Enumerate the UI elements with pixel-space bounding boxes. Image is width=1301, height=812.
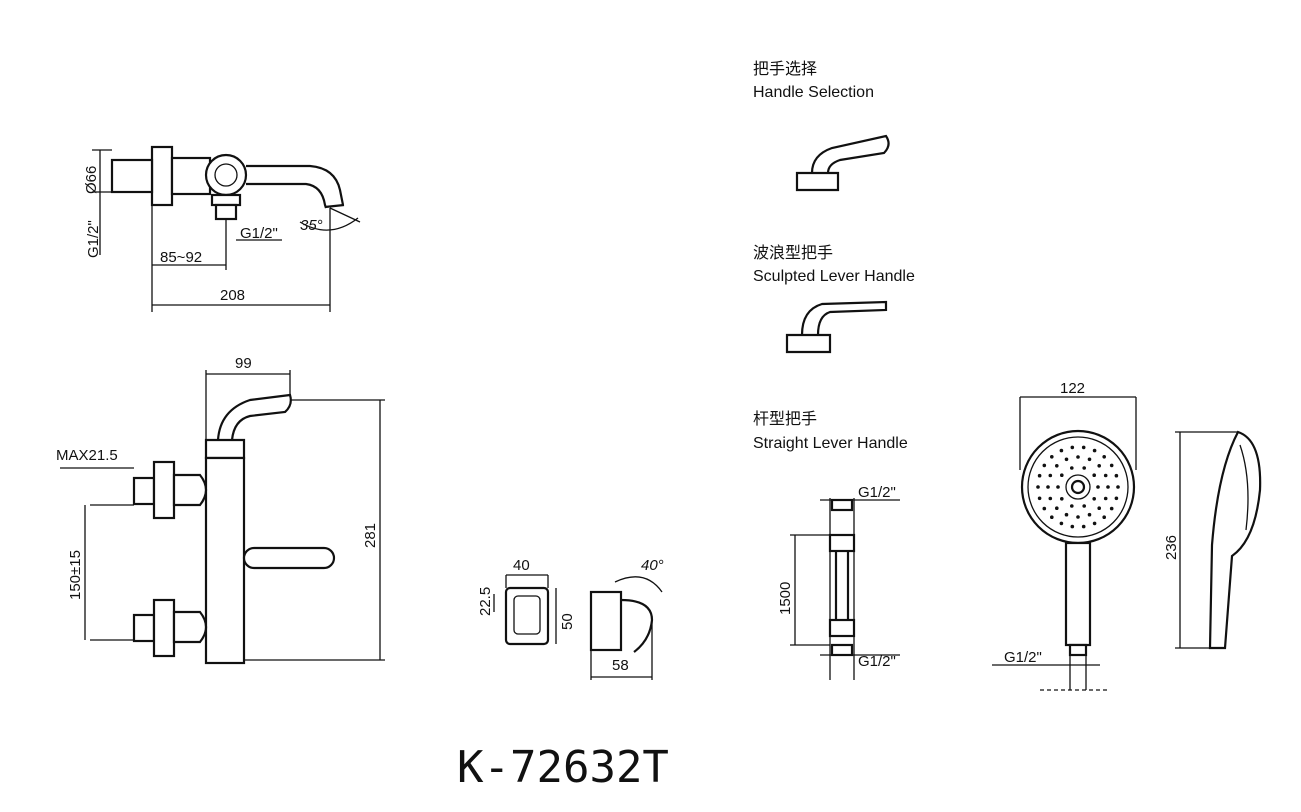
nozzle-dot	[1060, 497, 1064, 501]
nozzle-dot	[1037, 496, 1042, 501]
nozzle-dot	[1070, 504, 1074, 508]
wall-bracket: 40 22.5 50 58 40°	[477, 557, 664, 680]
handle-selection-heading-en: Handle Selection	[753, 84, 874, 101]
nozzle-dot	[1070, 466, 1074, 470]
mixer-handle-base	[204, 438, 246, 460]
length-label: 208	[220, 287, 245, 304]
model-number: K-72632T	[457, 742, 669, 793]
diverter-lever	[242, 546, 336, 570]
top-view: Ø66 G1/2" G1/2" 35° 85~92 208	[83, 145, 361, 312]
nozzle-dot	[1059, 521, 1064, 526]
spout-angle-label: 35°	[300, 217, 323, 234]
centers-label: 150±15	[67, 550, 84, 600]
nozzle-dot	[1082, 466, 1086, 470]
nozzle-dot	[1070, 445, 1075, 450]
hose-length-label: 1500	[777, 582, 794, 615]
nozzle-dot	[1102, 455, 1106, 459]
inlet-stub	[110, 158, 154, 194]
nozzle-dot	[1042, 463, 1047, 468]
front-view: 99 MAX21.5 150±15 281	[56, 355, 385, 665]
nozzle-dot	[1087, 457, 1092, 462]
nozzle-dot	[1059, 448, 1064, 453]
nozzle-dot	[1097, 464, 1101, 468]
nozzle-dot	[1037, 473, 1042, 478]
nozzle-dot	[1050, 455, 1054, 459]
wall-flange	[150, 145, 174, 207]
nozzle-dot	[1114, 473, 1119, 478]
nozzle-dot	[1064, 457, 1069, 462]
nozzle-dot	[1048, 496, 1053, 501]
inlet-thread-label: G1/2"	[85, 220, 102, 258]
bracket-side	[589, 590, 623, 652]
nozzle-dot	[1116, 485, 1120, 489]
nozzle-dot	[1070, 524, 1075, 529]
handshower-diameter-label: 122	[1060, 380, 1085, 397]
valve-ball	[204, 153, 248, 197]
hose-bottom-thread: G1/2"	[858, 653, 896, 670]
bracket-front	[504, 586, 550, 646]
nozzle-dot	[1106, 485, 1110, 489]
shower-hose: G1/2" G1/2" 1500	[777, 484, 900, 680]
mixer-handle-lever	[216, 393, 292, 441]
nozzle-dot	[1055, 506, 1059, 511]
max-depth-label: MAX21.5	[56, 447, 118, 464]
nozzle-dot	[1096, 485, 1100, 489]
straight-handle-name-cn: 杆型把手	[753, 410, 817, 428]
bracket-height-label: 50	[559, 613, 576, 630]
handshower-grip	[1064, 541, 1092, 647]
straight-handle-name-en: Straight Lever Handle	[753, 435, 908, 452]
nozzle-dot	[1102, 515, 1106, 519]
nozzle-dot	[1103, 496, 1108, 501]
bracket-hole-label: 22.5	[477, 587, 494, 616]
nozzle-dot	[1081, 445, 1086, 450]
nozzle-dot	[1092, 521, 1097, 526]
handshower-thread-label: G1/2"	[1004, 649, 1042, 666]
mixer-body	[170, 156, 212, 196]
nozzle-dot	[1092, 448, 1097, 453]
nozzle-dot	[1109, 506, 1114, 511]
nozzle-dot	[1056, 485, 1060, 489]
nozzle-dot	[1060, 473, 1064, 478]
nozzle-dot	[1103, 473, 1108, 478]
shower-head-side	[1208, 430, 1262, 650]
hose-top-thread: G1/2"	[858, 484, 896, 501]
nozzle-dot	[1097, 506, 1101, 511]
nozzle-dot	[1081, 524, 1086, 529]
nozzle-dot	[1087, 512, 1092, 517]
nozzle-dot	[1109, 463, 1114, 468]
nozzle-dot	[1092, 473, 1096, 478]
spout	[246, 164, 345, 206]
nozzle-dot	[1114, 496, 1119, 501]
straight-handle-drawing	[785, 300, 888, 354]
handle-selection-heading-cn: 把手选择	[753, 60, 817, 78]
sculpted-handle-name-en: Sculpted Lever Handle	[753, 268, 915, 285]
bracket-angle-label: 40°	[641, 557, 664, 574]
nozzle-dot	[1082, 504, 1086, 508]
outlet-thread-label: G1/2"	[240, 225, 278, 242]
nozzle-dot	[1048, 473, 1053, 478]
nozzle-dot	[1076, 455, 1080, 459]
height-label: 281	[362, 523, 379, 548]
nozzle-dot	[1042, 506, 1047, 511]
nozzle-pattern	[1036, 445, 1120, 529]
spacing-label: 85~92	[160, 249, 202, 266]
bracket-width-label: 40	[513, 557, 530, 574]
mixer-column	[204, 456, 246, 665]
sculpted-handle-drawing	[795, 134, 890, 192]
nozzle-dot	[1055, 464, 1059, 468]
nozzle-dot	[1046, 485, 1050, 489]
nozzle-dot	[1036, 485, 1040, 489]
nozzle-dot	[1076, 515, 1080, 519]
nozzle-dot	[1064, 512, 1069, 517]
dia-label: Ø66	[83, 166, 100, 194]
handshower: 122 236 G1/2"	[992, 380, 1262, 691]
handshower-length-label: 236	[1163, 535, 1180, 560]
handle-width-label: 99	[235, 355, 252, 372]
nozzle-dot	[1050, 515, 1054, 519]
bracket-depth-label: 58	[612, 657, 629, 674]
sculpted-handle-name-cn: 波浪型把手	[753, 244, 833, 262]
handle-selection: 把手选择 Handle Selection 波浪型把手 Sculpted Lev…	[753, 60, 915, 452]
nozzle-dot	[1092, 497, 1096, 501]
